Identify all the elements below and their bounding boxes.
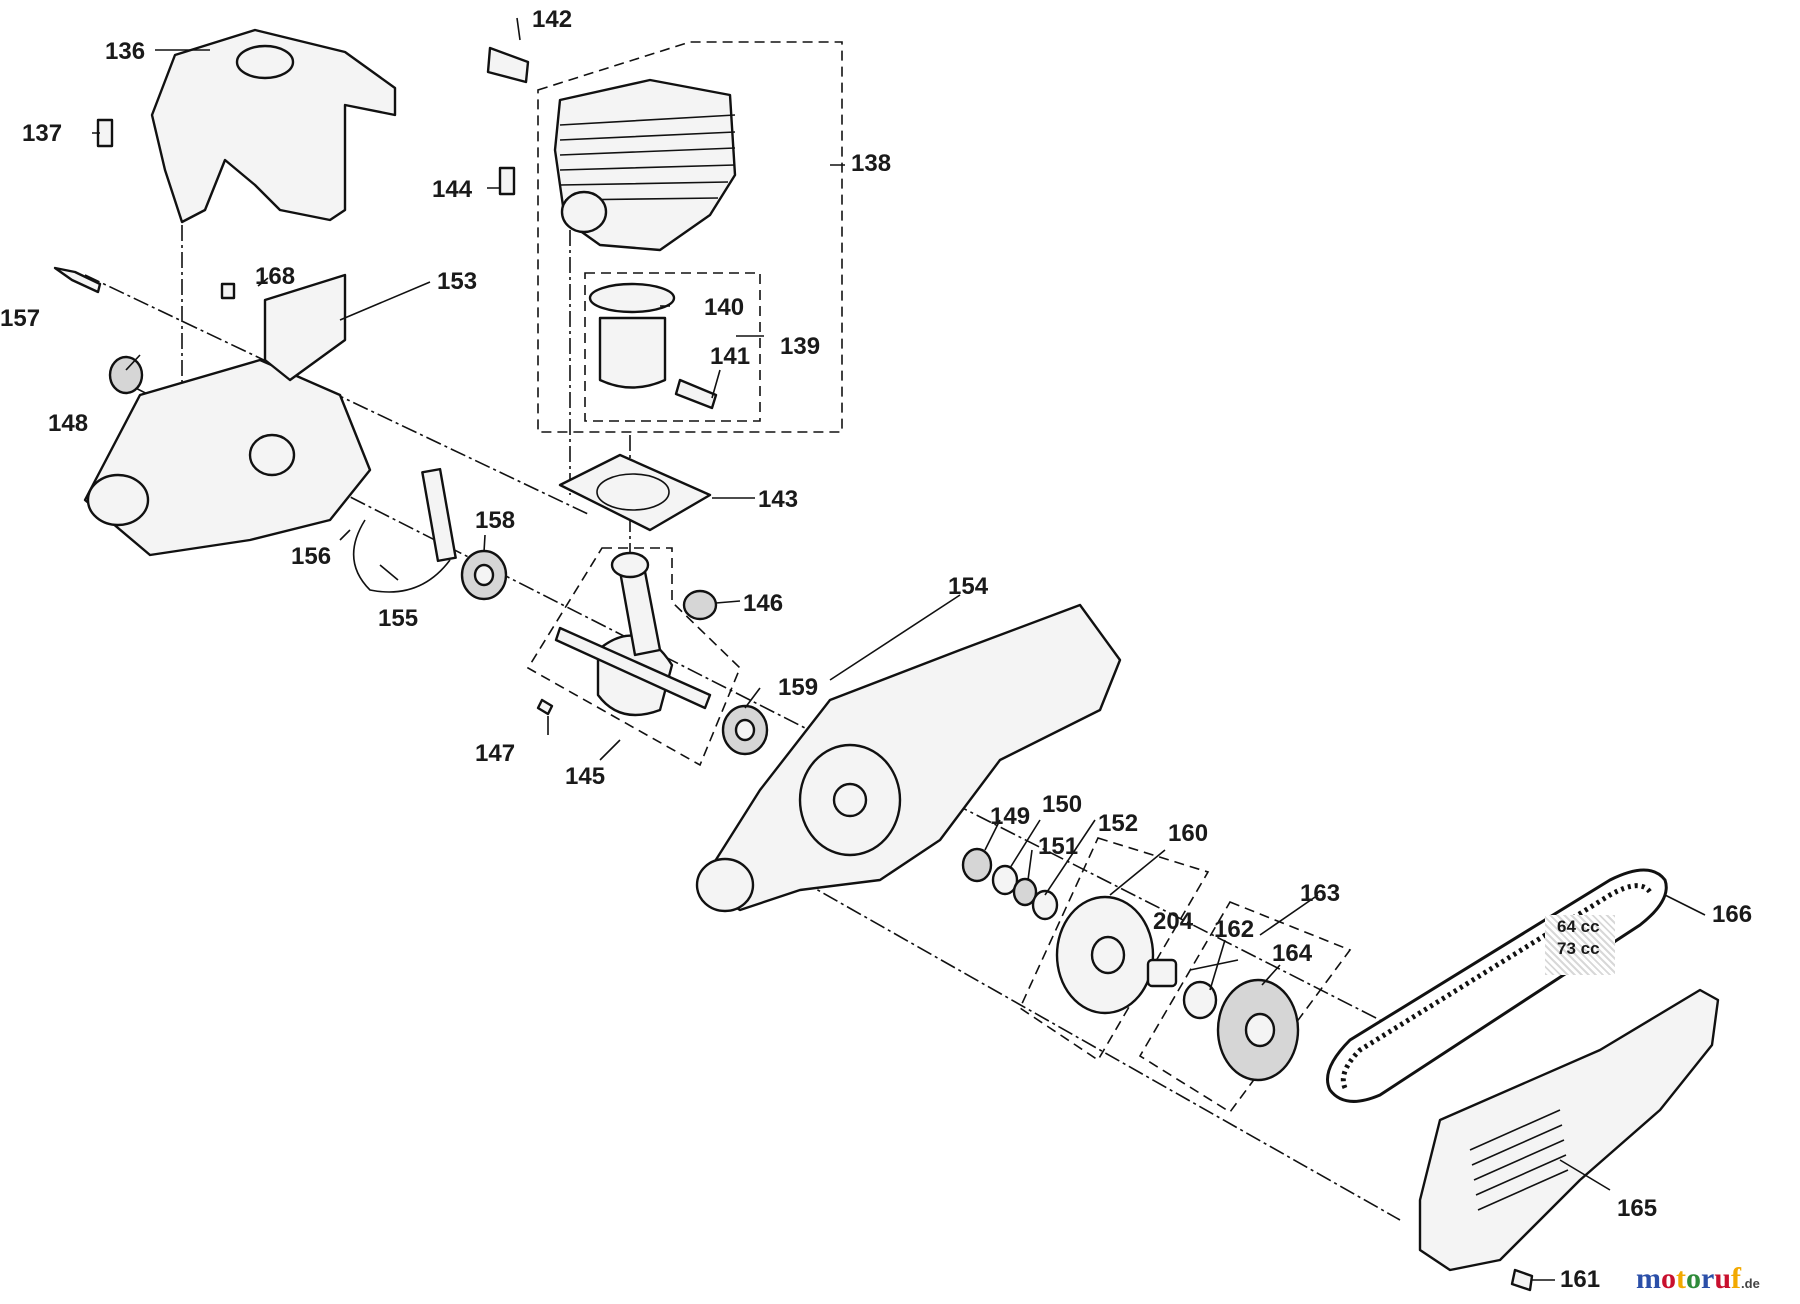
displacement-note-64cc: 64 cc (1557, 917, 1600, 936)
brand-letter: o (1686, 1262, 1701, 1295)
part-label-154: 154 (948, 573, 989, 600)
crankcase-seal-ring (352, 519, 451, 593)
centerline-lower (799, 879, 1401, 1221)
part-label-136: 136 (105, 38, 146, 65)
crankshaft-assembly-box (526, 547, 741, 767)
piston-pin (674, 378, 718, 410)
part-label-147: 147 (475, 740, 516, 767)
clutch-shoe-hub (1244, 1012, 1276, 1048)
part-label-153: 153 (437, 268, 478, 295)
drive-belt-teeth (1340, 883, 1653, 1090)
washer-150 (991, 864, 1019, 896)
gasket-bore (596, 473, 670, 511)
cylinder-gasket (558, 453, 712, 532)
part-label-139: 139 (780, 333, 821, 360)
part-label-158: 158 (475, 507, 516, 534)
key-147 (536, 698, 554, 716)
washer-151 (1012, 877, 1038, 907)
part-label-144: 144 (432, 176, 473, 203)
brand-letter: m (1636, 1262, 1661, 1295)
top-cover-hole (235, 44, 295, 80)
part-label-142: 142 (532, 6, 573, 33)
bearing-158-inner (473, 563, 495, 587)
crankcase-right-hub (832, 782, 868, 818)
crankcase-left-bearing-seat (248, 433, 296, 477)
belt-guard (1418, 988, 1720, 1272)
part-label-159: 159 (778, 674, 819, 701)
brand-letter: t (1676, 1262, 1686, 1295)
bolt-157 (53, 266, 102, 294)
part-label-166: 166 (1712, 901, 1753, 928)
crankcase-gasket (421, 467, 457, 563)
brand-letter: r (1701, 1262, 1715, 1295)
part-label-138: 138 (851, 150, 892, 177)
brand-letter: u (1714, 1262, 1732, 1295)
clip-168 (220, 282, 236, 300)
bearing-159-inner (734, 718, 756, 742)
part-label-152: 152 (1098, 810, 1139, 837)
piston-ring (588, 282, 676, 314)
part-label-162: 162 (1214, 916, 1255, 943)
part-label-157: 157 (0, 305, 41, 332)
displacement-note-background (1545, 915, 1615, 975)
seal-148 (108, 355, 144, 395)
part-label-148: 148 (48, 410, 89, 437)
part-label-137: 137 (22, 120, 63, 147)
crankcase-right-bore (695, 857, 755, 913)
brand-tld: .de (1741, 1276, 1760, 1291)
brand-name: motoruf (1636, 1262, 1741, 1295)
crankcase-left (83, 358, 372, 557)
top-cover (150, 28, 397, 224)
screw-144 (498, 166, 516, 196)
clutch-drum-hub (1090, 935, 1126, 975)
part-label-151: 151 (1038, 833, 1079, 860)
clutch-shoe-assembly-box (1138, 901, 1352, 1114)
part-label-140: 140 (704, 294, 745, 321)
brand-watermark: motoruf.de (1636, 1262, 1760, 1296)
piston-assembly-box (584, 272, 761, 422)
crankcase-right-arm (698, 603, 1122, 912)
part-label-141: 141 (710, 343, 751, 370)
part-label-165: 165 (1617, 1195, 1658, 1222)
part-label-150: 150 (1042, 791, 1083, 818)
part-label-149: 149 (990, 803, 1031, 830)
crankshaft-shaft (554, 626, 712, 710)
piston (598, 316, 667, 389)
washer-162 (1182, 980, 1218, 1020)
needle-sleeve (1146, 958, 1178, 988)
crankcase-left-mount (263, 273, 347, 382)
cylinder-assembly-box (537, 41, 843, 433)
part-label-161: 161 (1560, 1266, 1601, 1293)
brand-letter: f (1731, 1262, 1742, 1295)
crankcase-left-bore (86, 473, 150, 527)
clutch-assembly-box (1018, 837, 1210, 1062)
needle-bearing (682, 589, 718, 621)
part-label-168: 168 (255, 263, 296, 290)
part-label-160: 160 (1168, 820, 1209, 847)
part-label-146: 146 (743, 590, 784, 617)
part-label-155: 155 (378, 605, 419, 632)
belt-guard-vents (1469, 1109, 1569, 1211)
displacement-note-73cc: 73 cc (1557, 939, 1600, 958)
part-label-156: 156 (291, 543, 332, 570)
brand-letter: o (1661, 1262, 1676, 1295)
spark-plug (486, 46, 530, 84)
cylinder-fins (559, 114, 736, 201)
connecting-rod-eye (610, 551, 650, 579)
screw-137 (96, 118, 114, 148)
screw-161 (1510, 1268, 1534, 1292)
cylinder-port (560, 190, 608, 234)
leader-lines (92, 17, 1706, 1281)
part-label-163: 163 (1300, 880, 1341, 907)
washer-149 (961, 847, 993, 883)
part-label-145: 145 (565, 763, 606, 790)
part-label-164: 164 (1272, 940, 1313, 967)
part-label-204: 204 (1153, 908, 1194, 935)
washer-152 (1031, 889, 1059, 921)
part-label-143: 143 (758, 486, 799, 513)
